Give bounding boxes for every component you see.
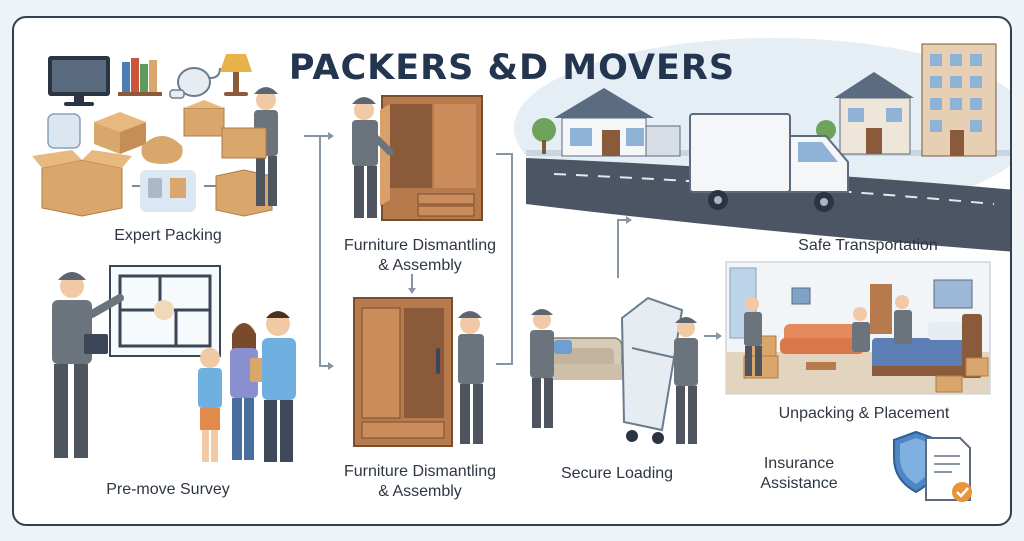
refrigerator-icon <box>620 296 684 444</box>
wardrobe-assembled <box>353 297 453 447</box>
step-expert-packing-label: Expert Packing <box>114 227 222 244</box>
flow-connector-right <box>617 216 722 340</box>
sack-icon <box>141 136 183 164</box>
bed-icon <box>872 314 982 378</box>
label-line: & Assembly <box>378 257 462 274</box>
house-icon <box>554 88 681 157</box>
couch-icon <box>780 324 864 370</box>
books-icon <box>118 58 162 96</box>
label-line: Assistance <box>760 475 838 492</box>
flow-connector-left <box>304 132 334 370</box>
dolly-worker <box>674 317 698 444</box>
infographic-frame: PACKERS &D MOVERS Expert Packing Pre-mov… <box>12 16 1012 526</box>
label-line: & Assembly <box>378 483 462 500</box>
apartment-building-icon <box>921 43 997 157</box>
family-group <box>198 311 296 462</box>
label-line: Furniture Dismantling <box>343 237 497 254</box>
step-unpacking-placement-label: Unpacking & Placement <box>778 405 950 422</box>
box-icon <box>183 100 225 137</box>
bubble-wrap-icon <box>47 113 81 149</box>
step-pre-move-survey-label: Pre-move Survey <box>106 481 230 498</box>
loader-worker <box>530 309 554 428</box>
document-check-icon <box>925 437 972 502</box>
house-icon <box>834 72 914 155</box>
box-stack-icon <box>743 335 989 393</box>
page-title: PACKERS &D MOVERS <box>288 48 736 88</box>
lamp-icon <box>220 54 252 96</box>
wardrobe-open <box>380 95 483 221</box>
teapot-icon <box>169 67 221 99</box>
wrapped-items-icon <box>140 170 196 212</box>
sofa-icon <box>540 337 626 380</box>
open-box-icon <box>32 150 132 217</box>
moving-truck-icon <box>689 113 849 212</box>
label-line: Furniture Dismantling <box>343 463 497 480</box>
assembler-worker-bottom <box>436 311 484 444</box>
step-insurance-label: Insurance Assistance <box>744 454 854 494</box>
assembler-worker-top <box>352 97 394 218</box>
packer-worker <box>221 87 278 206</box>
surveyor-worker <box>52 272 124 458</box>
step-furniture-dismantling-bottom-label: Furniture Dismantling & Assembly <box>320 462 520 502</box>
unpacking-workers <box>744 295 912 376</box>
illustration-layer <box>32 38 1010 502</box>
box-icon <box>94 112 146 154</box>
tv-icon <box>48 56 110 106</box>
step-furniture-dismantling-top-label: Furniture Dismantling & Assembly <box>320 236 520 276</box>
flow-connector-middle <box>408 153 513 365</box>
step-safe-transportation-label: Safe Transportation <box>798 237 938 254</box>
floor-plan-board <box>109 265 221 357</box>
label-line: Insurance <box>763 455 835 472</box>
step-secure-loading-label: Secure Loading <box>560 465 674 482</box>
